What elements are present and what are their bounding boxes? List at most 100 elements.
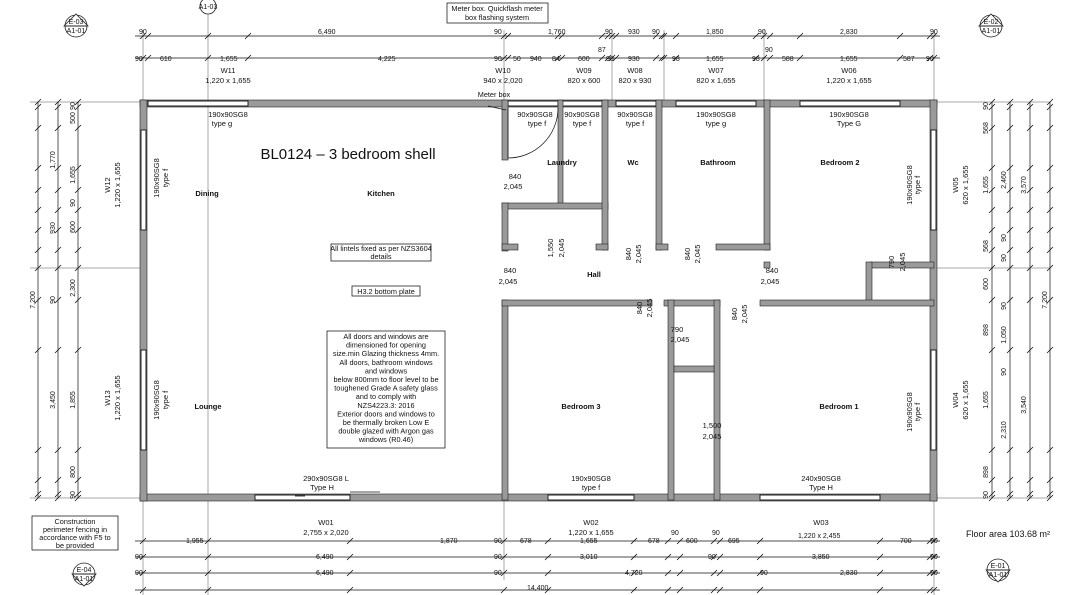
wall-interior [501,243,519,251]
dim-text: 90 [606,56,614,63]
dim-text: 90 [494,554,502,561]
dim-text: 7,200 [30,291,37,309]
door-height: 2,045 [898,253,907,272]
door-height: 2,045 [504,182,523,191]
meter-box-label: Meter box [478,90,511,99]
room-labels: Dining Kitchen Laundry Wc Bathroom Bedro… [194,158,859,411]
lintel-spec: 190x90SG8 [829,110,869,119]
window-label: W10 [495,66,510,75]
window-w09 [561,100,603,107]
note-line: and windows [365,366,408,375]
right-dimension-chains: 90 568 1,655 2,460 3,570 90 568 90 600 9… [983,102,1051,499]
dim-tick [34,164,42,172]
dim-text: 2,830 [840,570,858,577]
dim-text: 1,655 [983,176,990,194]
door-width: 840 [509,172,522,181]
door-height: 2,045 [499,277,518,286]
dim-tick [504,32,512,40]
dim-tick [74,98,82,106]
dim-tick [74,124,82,132]
room-wc: Wc [627,158,638,167]
dim-tick [34,346,42,354]
lintel-type: type f [573,119,592,128]
marker-sheet: A1-01 [989,572,1008,579]
section-marker-bl: E-04 A1-01 [71,562,97,587]
window-label: W06 [841,66,856,75]
window-size: 620 x 1,655 [961,380,970,419]
dim-tick [34,124,42,132]
lintel-spec: 240x90SG8 [801,474,841,483]
dim-tick [34,98,42,106]
door-height: 2,045 [761,277,780,286]
dim-tick [144,32,152,40]
dim-text: 600 [983,278,990,290]
dim-text: 695 [728,538,740,545]
dim-text: 84 [552,56,560,63]
section-marker-top: A1-03 [199,0,217,15]
dim-tick [74,264,82,272]
note-text: be provided [56,541,94,550]
marker-sheet: A1-01 [75,576,94,583]
lintel-type: Type G [837,119,861,128]
dim-text: 1,655 [580,538,598,545]
wall-interior [763,261,771,269]
dim-text: 1,655 [983,391,990,409]
lintel-type: type f [582,483,601,492]
lintel-spec: 190x90SG8 [696,110,736,119]
dim-text: 678 [648,538,660,545]
dim-text: 90 [652,29,660,36]
dim-tick [54,164,62,172]
door-height: 2,045 [645,299,654,318]
window-w02 [547,494,635,501]
dim-tick [598,32,606,40]
dim-text: 700 [900,538,912,545]
dim-text: 90 [494,56,502,63]
lintel-type: Type H [310,483,334,492]
dim-tick [658,32,666,40]
lintel-spec: 190x90SG8 [152,158,161,198]
note-line: windows (R0.46) [358,435,413,444]
dim-text: 90 [930,570,938,577]
dim-tick [604,32,612,40]
dim-tick [74,246,82,254]
wall-interior [715,243,771,251]
window-label: W03 [813,518,828,527]
window-size: 1,220 x 1,655 [568,528,613,537]
dim-tick [54,446,62,454]
window-w07 [675,100,757,107]
dim-text: 930 [628,56,640,63]
dim-text: 3,010 [580,554,598,561]
dim-text: 90 [494,538,502,545]
dim-tick [896,32,904,40]
dim-text: 3,850 [812,554,830,561]
window-label: W01 [318,518,333,527]
dim-text: 3,540 [1021,396,1028,414]
top-window-labels: W11 1,220 x 1,655 W10 940 x 2,020 W09 82… [205,66,871,85]
dim-text: 98 [752,56,760,63]
room-laundry: Laundry [547,158,577,167]
door-height: 2,045 [557,239,566,258]
window-label: W09 [576,66,591,75]
dim-text: 1,220 x 2,455 [798,533,841,540]
dim-tick [74,490,82,498]
window-size: 1,220 x 1,655 [826,76,871,85]
note-line: be thermally broken Low E [343,418,430,427]
lintel-spec: 190x90SG8 [905,392,914,432]
dim-text: 1,870 [440,538,458,545]
window-w13 [140,349,147,451]
dim-text: 7,200 [1042,291,1049,309]
window-size: 1,220 x 1,655 [113,162,122,207]
dim-text: 50 [513,56,521,63]
room-bathroom: Bathroom [700,158,736,167]
dim-text: 1,850 [706,29,724,36]
dim-text: 600 [578,56,590,63]
window-label: W05 [951,177,960,192]
window-size: 1,220 x 1,655 [113,375,122,420]
dim-text: 587 [903,56,915,63]
lintel-spec: 90x90SG8 [517,110,552,119]
note-line: size.min Glazing thickness 4mm. [333,349,439,358]
dim-text: 6,490 [318,29,336,36]
window-label: W02 [583,518,598,527]
wall-interior [759,299,935,307]
